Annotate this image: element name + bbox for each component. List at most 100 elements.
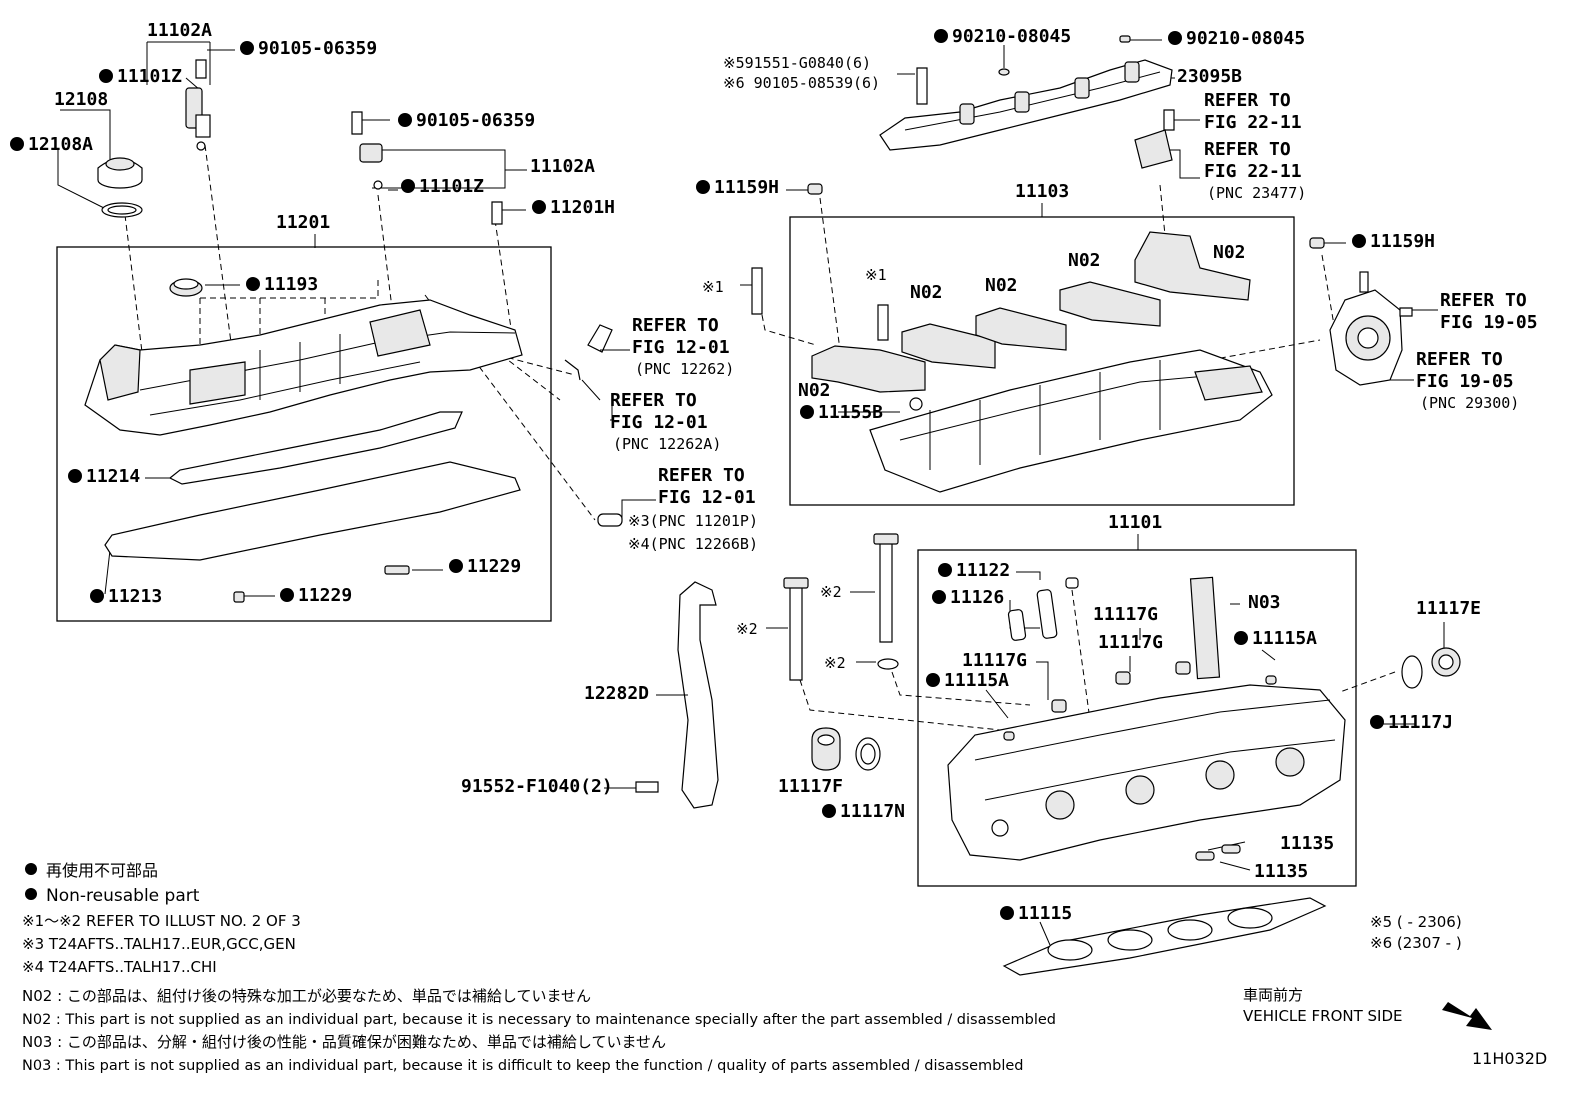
callout-lbl-refer-12-01-b1: REFER TO [610, 390, 697, 411]
leader-11115 [1039, 921, 1051, 946]
bracket-11102a-top [146, 41, 211, 85]
part-number-label: ※2 [824, 654, 846, 672]
head-group [917, 534, 1461, 976]
part-number-label: N02 [1213, 242, 1246, 263]
part-number-label: 11117G [1098, 632, 1163, 653]
callout-lbl-refer-19-05-b1: REFER TO [1416, 349, 1503, 370]
callout-lbl-pnc-29300: (PNC 29300) [1420, 394, 1519, 412]
part-labels: 11102A90105-0635911101Z1210812108A90105-… [10, 20, 1538, 924]
part-number-label: 11229 [298, 585, 352, 606]
dash-grommet [199, 280, 379, 360]
callout-lbl-x1-b: ※1 [865, 266, 887, 284]
non-reusable-dot [1352, 234, 1366, 248]
part-number-label: 90210-08045 [1186, 28, 1305, 49]
pipe-11126 [1007, 609, 1027, 641]
leaders-x2 [766, 591, 876, 663]
part-number-label: N02 [910, 282, 943, 303]
callout-lbl-refer-12-01-c2: FIG 12-01 [658, 487, 756, 508]
non-reusable-dot [401, 179, 415, 193]
non-reusable-dot [938, 563, 952, 577]
pin-11135-a [1195, 851, 1215, 861]
dash-cam [761, 184, 1341, 361]
front-direction-arrow [1442, 1002, 1492, 1030]
callout-lbl-11193: 11193 [246, 274, 318, 295]
dash-sensor-mid [377, 194, 393, 309]
leaders-cam [740, 189, 1438, 413]
part-number-label: N02 [798, 380, 831, 401]
part-number-label: 11213 [108, 586, 162, 607]
legend-dot-en [25, 888, 37, 900]
callout-lbl-n02-b: N02 [985, 275, 1018, 296]
part-number-label: 91552-F1040(2) [461, 776, 613, 797]
tube-11122 [1036, 589, 1058, 639]
callout-lbl-11101: 11101 [1108, 512, 1162, 533]
legend: 再使用不可部品 Non-reusable part ※1～※2 REFER TO… [22, 861, 1547, 1074]
callout-lbl-refer-22-11-b1: REFER TO [1204, 139, 1291, 160]
cylinder-head-11101 [947, 684, 1346, 861]
callout-lbl-n03: N03 [1248, 592, 1281, 613]
part-number-label: 11159H [1370, 231, 1435, 252]
part-number-label: 12108 [54, 89, 108, 110]
non-reusable-dot [246, 277, 260, 291]
part-number-label: REFER TO [1204, 139, 1291, 160]
callout-lbl-11102a-mid: 11102A [530, 156, 595, 177]
non-reusable-dot [99, 69, 113, 83]
callout-lbl-refer-22-11-a1: REFER TO [1204, 90, 1291, 111]
oil-filler-cap-12108 [97, 157, 143, 218]
callout-lbl-11117n: 11117N [822, 801, 905, 822]
part-number-label: REFER TO [658, 465, 745, 486]
callout-lbl-pnc-12262a: (PNC 12262A) [613, 435, 721, 453]
non-reusable-dot [398, 113, 412, 127]
callout-lbl-23095b: 23095B [1177, 66, 1242, 87]
part-number-label: 12282D [584, 683, 649, 704]
callout-lbl-11117j: 11117J [1370, 712, 1453, 733]
part-number-label: ※6 90105-08539(6) [723, 74, 880, 92]
part-number-label: (PNC 12262) [635, 360, 734, 378]
callout-lbl-11115a-a: 11115A [1234, 628, 1317, 649]
callout-lbl-90105-06359-mid: 90105-06359 [398, 110, 535, 131]
part-number-label: ※1 [702, 278, 724, 296]
part-number-label: (PNC 23477) [1207, 184, 1306, 202]
bolt-x1-b [877, 304, 889, 341]
callout-lbl-11135-a: 11135 [1280, 833, 1334, 854]
non-reusable-dot [1000, 906, 1014, 920]
washer-x2 [877, 658, 899, 670]
non-reusable-dot [800, 405, 814, 419]
non-reusable-dot [926, 673, 940, 687]
non-reusable-dot [68, 469, 82, 483]
seal-11117f [811, 727, 841, 771]
part-number-label: FIG 12-01 [658, 487, 756, 508]
bracket-12108 [60, 109, 111, 160]
plug-11229-a [384, 565, 410, 575]
part-number-label: 11214 [86, 466, 140, 487]
direction-jp: 車両前方 [1243, 986, 1303, 1004]
gasket-90210-a [998, 68, 1010, 76]
part-number-label: ※1 [865, 266, 887, 284]
part-number-label: 11135 [1254, 861, 1308, 882]
part-number-label: 12108A [28, 134, 93, 155]
bolt-group [604, 533, 1031, 809]
part-number-label: (PNC 29300) [1420, 394, 1519, 412]
callout-lbl-90210-08045-b: 90210-08045 [1168, 28, 1305, 49]
part-number-label: (PNC 12262A) [613, 435, 721, 453]
callout-lbl-11201h: 11201H [532, 197, 615, 218]
cap-n02-d [1134, 231, 1251, 301]
clip-refer-b [564, 359, 581, 381]
callout-lbl-11159h-b: 11159H [1352, 231, 1435, 252]
callout-lbl-n02-d: N02 [1213, 242, 1246, 263]
part-number-label: 11117G [962, 650, 1027, 671]
grommet-11193 [169, 278, 203, 297]
note-x3: ※3 T24AFTS..TALH17..EUR,GCC,GEN [22, 935, 296, 953]
bracket-11102a-mid [372, 149, 527, 189]
non-reusable-dot [280, 588, 294, 602]
shaft-n03 [1189, 576, 1221, 680]
cap-n02-a [901, 323, 996, 369]
part-number-label: 11115A [944, 670, 1009, 691]
cover-box [56, 246, 552, 622]
part-number-label: 11117J [1388, 712, 1453, 733]
dash-cap [124, 214, 144, 361]
cap-n02-c [1059, 281, 1161, 327]
bolt-x2-a [879, 541, 893, 643]
note-n03-jp: N03 : この部品は、分解・組付け後の性能・品質確保が困難なため、単品では補給… [22, 1033, 666, 1051]
head-cover-11201 [84, 299, 523, 436]
